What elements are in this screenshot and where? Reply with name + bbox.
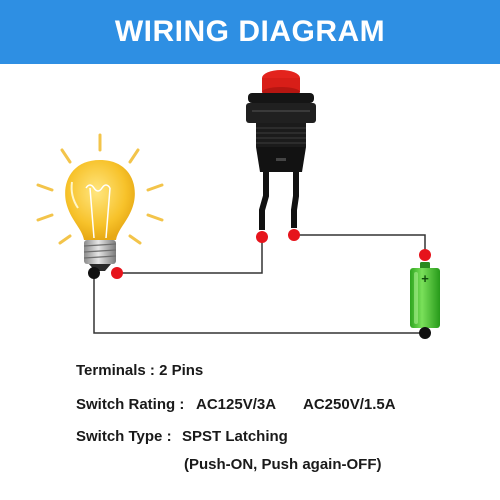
switch-left-terminal xyxy=(256,231,268,243)
bulb-red-terminal xyxy=(111,267,123,279)
battery-negative-terminal xyxy=(419,327,431,339)
terminals-spec: Terminals : 2 Pins xyxy=(76,362,204,379)
type-note: (Push-ON, Push again-OFF) xyxy=(184,456,382,473)
wire-battery-to-bulb xyxy=(93,273,425,334)
battery-icon: + xyxy=(410,262,440,328)
battery-positive-terminal xyxy=(419,249,431,261)
wiring-diagram: + xyxy=(36,70,440,339)
type-label: Switch Type : xyxy=(76,428,172,445)
battery-positive-label: + xyxy=(421,271,429,286)
wire-bulb-to-switch xyxy=(117,237,263,274)
light-bulb-icon xyxy=(36,133,164,271)
type-spec: Switch Type : SPST Latching xyxy=(76,428,288,445)
wire-switch-to-battery xyxy=(294,234,426,253)
terminals xyxy=(88,229,431,339)
rating-ac250: AC250V/1.5A xyxy=(303,396,396,413)
rating-label: Switch Rating : xyxy=(76,396,185,413)
bulb-rays xyxy=(36,133,164,245)
diagram-title: WIRING DIAGRAM xyxy=(114,15,386,48)
rating-spec: Switch Rating : AC125V/3A AC250V/1.5A xyxy=(76,396,396,413)
type-value: SPST Latching xyxy=(182,428,288,445)
title-banner: WIRING DIAGRAM xyxy=(0,0,500,64)
rating-ac125: AC125V/3A xyxy=(196,396,277,413)
push-button-switch-icon xyxy=(246,70,316,230)
switch-right-terminal xyxy=(288,229,300,241)
bulb-black-terminal xyxy=(88,267,100,279)
wires xyxy=(93,234,426,334)
